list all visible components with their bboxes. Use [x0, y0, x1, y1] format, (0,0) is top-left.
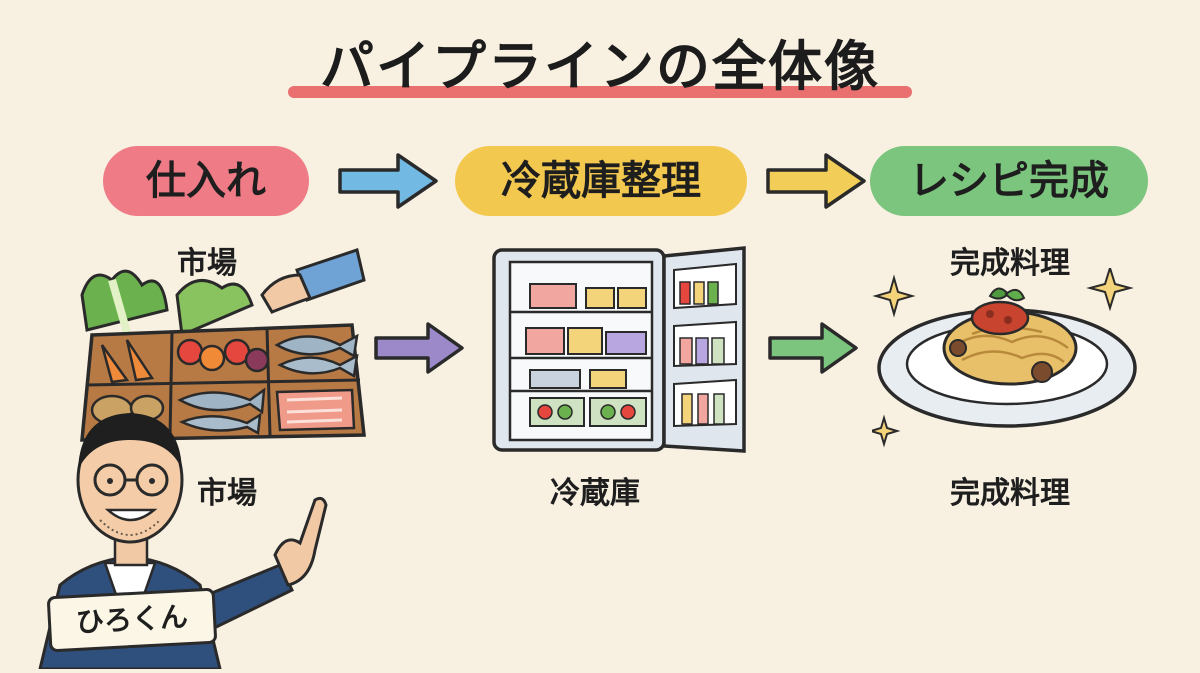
- page-title: パイプラインの全体像: [320, 35, 880, 98]
- dish-label-top: 完成料理: [950, 246, 1070, 281]
- stage-pill-recipe-complete: レシピ完成: [870, 146, 1148, 216]
- stage-pill-fridge-organize: 冷蔵庫整理: [455, 146, 747, 216]
- character-name-plate: ひろくん: [46, 587, 218, 653]
- stage-label-recipe-complete: レシピ完成: [909, 158, 1109, 204]
- fridge-label: 冷蔵庫: [550, 476, 640, 511]
- right-arrow-icon: [766, 320, 861, 376]
- character-name: ひろくん: [75, 600, 189, 639]
- dish-illustration: [867, 264, 1142, 452]
- right-arrow-icon: [372, 320, 467, 376]
- market-label-top: 市場: [177, 246, 237, 281]
- stage-label-fridge-organize: 冷蔵庫整理: [501, 158, 701, 204]
- stage-label-purchase: 仕入れ: [146, 158, 266, 204]
- title-underline: [288, 86, 912, 98]
- right-arrow-icon: [764, 150, 869, 212]
- dish-label-bottom: 完成料理: [950, 476, 1070, 511]
- title-container: パイプラインの全体像: [0, 22, 1200, 101]
- right-arrow-icon: [336, 150, 441, 212]
- fridge-illustration: [490, 246, 752, 460]
- stage-pill-purchase: 仕入れ: [103, 146, 309, 216]
- market-illustration: [72, 240, 372, 454]
- market-label-bottom: 市場: [197, 476, 257, 511]
